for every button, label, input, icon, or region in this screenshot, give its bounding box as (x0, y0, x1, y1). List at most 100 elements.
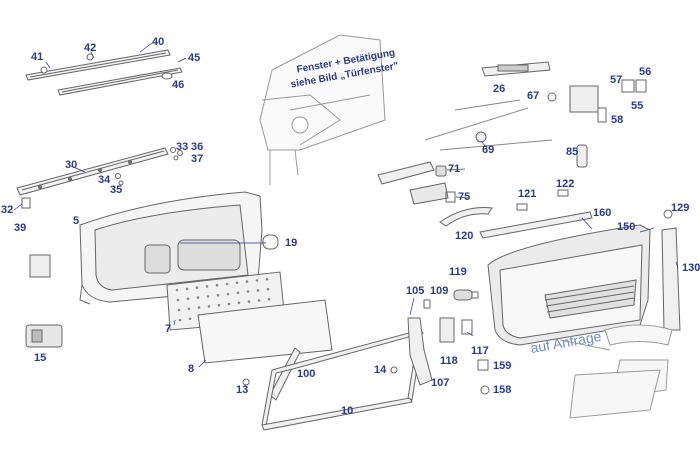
part-label-40: 40 (152, 36, 165, 48)
door-shell (79, 191, 263, 305)
panel-hole (197, 306, 201, 309)
panel-hole (217, 303, 221, 307)
panel-hole (235, 281, 239, 285)
part-label-14: 14 (374, 364, 387, 376)
small-hardware-33-37 (170, 147, 183, 161)
panel-hole (265, 277, 269, 281)
part-label-55: 55 (631, 100, 644, 112)
part-label-32: 32 (1, 204, 14, 216)
part-label-5: 5 (73, 215, 80, 227)
lock-mechanism-15 (25, 324, 63, 348)
part-label-13: 13 (236, 384, 249, 396)
clip-75 (445, 191, 456, 203)
panel-hole (178, 318, 182, 322)
panel-hole (196, 296, 200, 299)
part-label-8: 8 (188, 363, 195, 375)
part-label-109: 109 (430, 285, 449, 297)
clip-129 (663, 209, 673, 219)
part-label-150: 150 (617, 221, 636, 233)
clip-46 (161, 72, 173, 80)
panel-hole (175, 288, 179, 292)
part-label-46: 46 (172, 79, 185, 91)
seal-105-107 (407, 317, 433, 386)
part-label-19: 19 (285, 237, 298, 249)
panel-hole (237, 301, 241, 305)
part-label-39: 39 (14, 222, 27, 234)
window-regulator (259, 34, 386, 185)
handle-119 (453, 289, 479, 301)
part-label-117: 117 (471, 345, 489, 357)
part-label-122: 122 (556, 178, 575, 190)
panel-hole (256, 289, 260, 292)
leader-lines (13, 42, 679, 368)
knob-69 (475, 131, 487, 143)
part-label-30: 30 (65, 159, 78, 171)
hinge-part (29, 254, 51, 278)
part-label-75: 75 (458, 191, 471, 203)
strip-160 (479, 211, 593, 239)
actuator-85 (576, 144, 588, 168)
small-hardware-34-35 (115, 173, 124, 186)
part-label-160: 160 (593, 207, 612, 219)
seal-100 (269, 347, 301, 401)
door-trim-panel (487, 224, 651, 346)
part-label-57: 57 (610, 74, 623, 86)
part-label-69: 69 (482, 144, 495, 156)
panel-hole (216, 293, 220, 297)
part-159 (477, 359, 489, 371)
clip-121 (516, 203, 528, 211)
part-label-33: 33 (176, 141, 189, 153)
lock-67 (547, 92, 557, 102)
plastic-sheet (197, 299, 333, 364)
panel-hole (176, 298, 180, 302)
part-label-42: 42 (84, 42, 97, 54)
armrest-120 (439, 207, 493, 227)
grommet-19 (262, 234, 279, 250)
clip-109 (423, 299, 431, 309)
bracket-32-39 (21, 197, 31, 209)
part-label-100: 100 (297, 368, 316, 380)
part-label-10: 10 (341, 405, 354, 417)
bracket-118 (439, 317, 455, 343)
panel-hole (188, 317, 192, 321)
panel-hole (195, 286, 199, 289)
panel-hole (227, 302, 231, 306)
panel-hole (215, 283, 219, 287)
panel-hole (206, 295, 210, 298)
panel-hole (245, 280, 249, 283)
part-label-35: 35 (110, 184, 123, 196)
part-label-67: 67 (527, 90, 540, 102)
bracket-58 (597, 107, 607, 123)
panel-hole (255, 279, 259, 282)
outer-handle-26 (481, 61, 551, 77)
mechanism-57-55 (569, 79, 647, 113)
panel-hole (257, 299, 261, 302)
belt-rail (16, 147, 169, 196)
screw-13 (242, 378, 250, 386)
lock-rods (424, 99, 553, 151)
part-label-34: 34 (98, 174, 111, 186)
part-label-71: 71 (448, 163, 461, 175)
part-117 (461, 319, 473, 335)
part-label-85: 85 (566, 146, 579, 158)
part-label-36: 36 (191, 141, 204, 153)
part-label-120: 120 (455, 230, 474, 242)
armrest-on-request (559, 324, 673, 419)
window-strip-inner (57, 67, 183, 96)
panel-hole (205, 285, 209, 288)
part-label-118: 118 (440, 355, 458, 367)
inner-handle-71 (377, 161, 447, 185)
part-label-7: 7 (165, 323, 172, 335)
panel-hole (247, 300, 251, 303)
panel-hole (236, 291, 240, 295)
part-label-26: 26 (493, 83, 506, 95)
part-label-58: 58 (611, 114, 624, 126)
window-strip-outer (25, 49, 171, 81)
part-label-130: 130 (682, 262, 700, 274)
panel-hole (177, 308, 181, 312)
panel-hole (226, 292, 230, 296)
panel-hole (187, 307, 191, 311)
part-label-107: 107 (431, 377, 450, 389)
part-158 (480, 385, 490, 395)
part-label-159: 159 (493, 360, 512, 372)
